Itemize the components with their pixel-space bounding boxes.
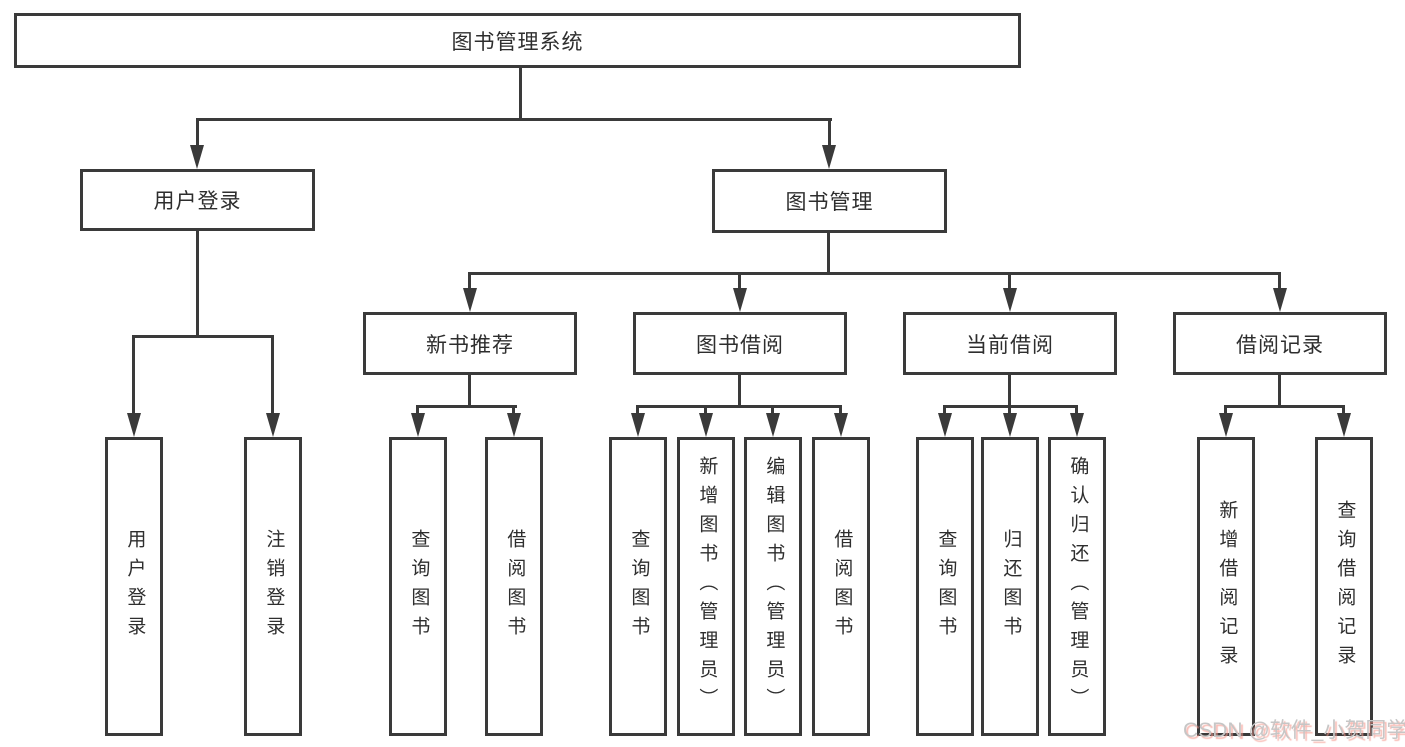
leaf-edit-book-admin-label: 编辑图书（管理员）: [763, 456, 785, 717]
connector-line: [828, 118, 831, 150]
node-new-book-recommend: 新书推荐: [363, 312, 577, 375]
leaf-query-books-recommend-label: 查询图书: [408, 528, 430, 645]
connector-line: [1342, 405, 1345, 418]
leaf-query-books-recommend: 查询图书: [389, 437, 447, 736]
arrow-down-icon: [127, 413, 141, 437]
leaf-add-borrow-record-label: 新增借阅记录: [1216, 499, 1238, 674]
leaf-confirm-return-admin: 确认归还（管理员）: [1048, 437, 1106, 736]
connector-line: [1008, 375, 1011, 408]
connector-line: [827, 233, 830, 275]
leaf-user-login-label: 用户登录: [124, 528, 146, 645]
node-book-borrow: 图书借阅: [633, 312, 847, 375]
leaf-add-book-admin: 新增图书（管理员）: [677, 437, 735, 736]
connector-line: [468, 272, 1281, 275]
node-current-borrow-label: 当前借阅: [966, 333, 1054, 357]
connector-line: [738, 375, 741, 408]
node-current-borrow: 当前借阅: [903, 312, 1117, 375]
connector-line: [636, 405, 842, 408]
node-book-management: 图书管理: [712, 169, 947, 233]
leaf-borrow-books-label: 借阅图书: [831, 528, 853, 645]
connector-line: [1008, 272, 1011, 292]
connector-line: [196, 118, 832, 121]
leaf-query-books-borrow-label: 查询图书: [628, 528, 650, 645]
arrow-down-icon: [1003, 413, 1017, 437]
leaf-query-books-current: 查询图书: [916, 437, 974, 736]
connector-line: [1278, 272, 1281, 292]
leaf-return-book: 归还图书: [981, 437, 1039, 736]
leaf-query-books-borrow: 查询图书: [609, 437, 667, 736]
leaf-query-borrow-record-label: 查询借阅记录: [1334, 499, 1356, 674]
node-borrow-record: 借阅记录: [1173, 312, 1387, 375]
arrow-down-icon: [834, 413, 848, 437]
connector-line: [704, 405, 707, 418]
node-user-login-label: 用户登录: [153, 190, 242, 213]
leaf-confirm-return-admin-label: 确认归还（管理员）: [1067, 456, 1089, 717]
connector-line: [271, 335, 274, 417]
connector-line: [512, 405, 515, 418]
leaf-borrow-books: 借阅图书: [812, 437, 870, 736]
connector-line: [943, 405, 946, 418]
arrow-down-icon: [1337, 413, 1351, 437]
leaf-edit-book-admin: 编辑图书（管理员）: [744, 437, 802, 736]
leaf-add-borrow-record: 新增借阅记录: [1197, 437, 1255, 736]
node-library-system-label: 图书管理系统: [451, 30, 584, 54]
connector-line: [1008, 405, 1011, 418]
arrow-down-icon: [411, 413, 425, 437]
arrow-down-icon: [766, 413, 780, 437]
arrow-down-icon: [938, 413, 952, 437]
arrow-down-icon: [699, 413, 713, 437]
arrow-down-icon: [190, 145, 204, 169]
connector-line: [468, 375, 471, 408]
connector-line: [519, 68, 522, 121]
node-borrow-record-label: 借阅记录: [1236, 333, 1324, 357]
arrow-down-icon: [1219, 413, 1233, 437]
connector-line: [468, 272, 471, 292]
connector-line: [1075, 405, 1078, 418]
connector-line: [416, 405, 517, 408]
connector-line: [196, 118, 199, 150]
leaf-add-book-admin-label: 新增图书（管理员）: [696, 456, 718, 717]
arrow-down-icon: [631, 413, 645, 437]
connector-line: [196, 231, 199, 338]
connector-line: [1224, 405, 1345, 408]
connector-line: [132, 335, 274, 338]
arrow-down-icon: [1070, 413, 1084, 437]
arrow-down-icon: [1003, 288, 1017, 312]
connector-line: [636, 405, 639, 418]
arrow-down-icon: [507, 413, 521, 437]
connector-line: [1224, 405, 1227, 418]
leaf-query-books-current-label: 查询图书: [935, 528, 957, 645]
arrow-down-icon: [266, 413, 280, 437]
node-book-management-label: 图书管理: [785, 191, 874, 214]
arrow-down-icon: [463, 288, 477, 312]
connector-line: [839, 405, 842, 418]
connector-line: [132, 335, 135, 417]
arrow-down-icon: [1273, 288, 1287, 312]
node-user-login: 用户登录: [80, 169, 315, 231]
connector-line: [416, 405, 419, 418]
csdn-watermark: CSDN @软件_小贺同学: [1183, 719, 1405, 742]
leaf-query-borrow-record: 查询借阅记录: [1315, 437, 1373, 736]
leaf-user-login: 用户登录: [105, 437, 163, 736]
node-book-borrow-label: 图书借阅: [696, 333, 784, 357]
arrow-down-icon: [822, 145, 836, 169]
connector-line: [738, 272, 741, 292]
leaf-borrow-books-recommend: 借阅图书: [485, 437, 543, 736]
leaf-logout: 注销登录: [244, 437, 302, 736]
node-library-system: 图书管理系统: [14, 13, 1021, 68]
leaf-return-book-label: 归还图书: [1000, 528, 1022, 645]
connector-line: [771, 405, 774, 418]
connector-line: [1278, 375, 1281, 408]
arrow-down-icon: [733, 288, 747, 312]
leaf-logout-label: 注销登录: [263, 528, 285, 645]
leaf-borrow-books-recommend-label: 借阅图书: [504, 528, 526, 645]
node-new-book-recommend-label: 新书推荐: [426, 333, 514, 357]
